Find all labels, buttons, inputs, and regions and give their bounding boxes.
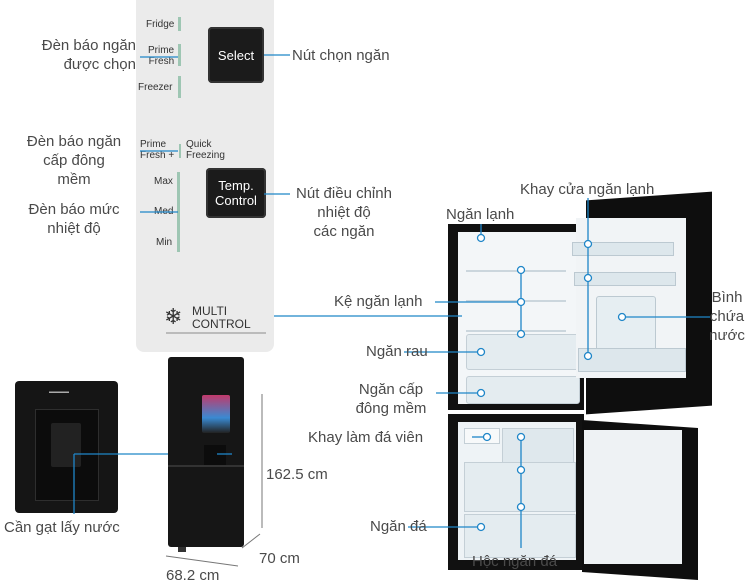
dot-ngan-rau — [476, 347, 486, 357]
dispenser-lever — [51, 423, 81, 467]
callout-den-bao-muc: Đèn báo mức nhiệt độ — [28, 201, 120, 237]
dispenser-brand-text: ▬▬▬▬ — [49, 389, 69, 395]
multi-control-logo: MULTI CONTROL — [192, 304, 251, 331]
dot-ke-3 — [516, 329, 526, 339]
select-button[interactable]: Select — [208, 27, 264, 83]
dot-binh-chua — [617, 312, 627, 322]
prime-fresh-plus-label: Prime Fresh + — [140, 139, 175, 161]
width-dimension-line — [165, 555, 239, 567]
temperature-level-led — [177, 172, 180, 252]
callout-den-bao-cap-dong: Đèn báo ngăn cấp đông mềm — [26, 133, 122, 188]
dot-hoc-1 — [516, 432, 526, 442]
callout-hoc-ngan-da: Hộc ngăn đá — [472, 553, 558, 570]
dot-ngan-cap-dong — [476, 388, 486, 398]
front-dispenser — [204, 445, 226, 465]
prime-fresh-drawer — [466, 376, 580, 404]
callout-ke-ngan-lanh: Kệ ngăn lạnh — [334, 293, 423, 310]
freezer-door-inner — [584, 430, 682, 564]
dot-hoc-3 — [516, 502, 526, 512]
prime-fresh-label: Prime Fresh — [148, 45, 175, 67]
callout-ngan-rau: Ngăn rau — [366, 343, 428, 360]
dimension-height: 162.5 cm — [266, 466, 328, 483]
temp-control-button[interactable]: Temp. Control — [206, 168, 266, 218]
fridge-foot — [178, 547, 186, 552]
door-bin-bottom — [578, 348, 686, 372]
logo-underline — [166, 332, 266, 334]
dimension-width: 68.2 cm — [166, 567, 220, 584]
quick-freezing-label: Quick Freezing — [186, 139, 225, 161]
fridge-label: Fridge — [146, 19, 175, 30]
freezer-led — [178, 76, 181, 98]
callout-den-bao-ngan-chon: Đèn báo ngăn được chọn — [41, 37, 136, 73]
door-bin-top — [572, 242, 674, 256]
dot-hoc-2 — [516, 465, 526, 475]
prime-fresh-plus-led — [179, 144, 181, 158]
freezer-label: Freezer — [138, 82, 173, 93]
dot-khay-cua-3 — [583, 351, 593, 361]
callout-nut-chon-ngan: Nút chọn ngăn — [292, 47, 390, 64]
door-split — [168, 465, 244, 467]
depth-dimension-line — [241, 533, 261, 549]
shelf-3 — [466, 330, 566, 332]
callout-ngan-da: Ngăn đá — [370, 518, 427, 535]
dot-khay-lam-da — [482, 432, 492, 442]
callout-khay-lam-da: Khay làm đá viên — [308, 429, 424, 446]
front-sticker — [202, 395, 230, 433]
dot-ke-2 — [516, 297, 526, 307]
ice-tray — [464, 428, 500, 444]
fridge-front-photo — [168, 357, 244, 547]
callout-khay-cua-ngan-lanh: Khay cửa ngăn lạnh — [520, 181, 655, 198]
shelf-1 — [466, 270, 566, 272]
callout-ngan-lanh: Ngăn lạnh — [446, 206, 515, 223]
water-tank — [596, 296, 656, 352]
callout-binh-chua-nuoc: Bình chứa nước — [709, 289, 745, 344]
water-dispenser-photo: ▬▬▬▬ — [15, 381, 118, 513]
min-label: Min — [156, 237, 173, 248]
prime-fresh-led — [178, 44, 181, 66]
dot-ngan-lanh — [476, 233, 486, 243]
freezer-upper-box — [502, 428, 574, 464]
fridge-led — [178, 17, 181, 31]
max-label: Max — [154, 176, 173, 187]
callout-nut-dieu-chinh: Nút điều chỉnh nhiệt độ các ngăn — [296, 185, 392, 240]
dimension-depth: 70 cm — [259, 550, 300, 567]
fridge-compartment — [458, 232, 576, 404]
freezer-drawer-2 — [464, 514, 576, 558]
snowflake-icon: ❄ — [164, 304, 183, 329]
callout-can-gat-lay-nuoc: Cần gạt lấy nước — [4, 519, 120, 536]
dot-ke-1 — [516, 265, 526, 275]
callout-ngan-cap-dong: Ngăn cấp đông mềm — [355, 381, 427, 417]
shelf-2 — [466, 300, 566, 302]
dot-khay-cua-1 — [583, 239, 593, 249]
dot-ngan-da — [476, 522, 486, 532]
door-bin-middle — [574, 272, 676, 286]
dot-khay-cua-2 — [583, 273, 593, 283]
